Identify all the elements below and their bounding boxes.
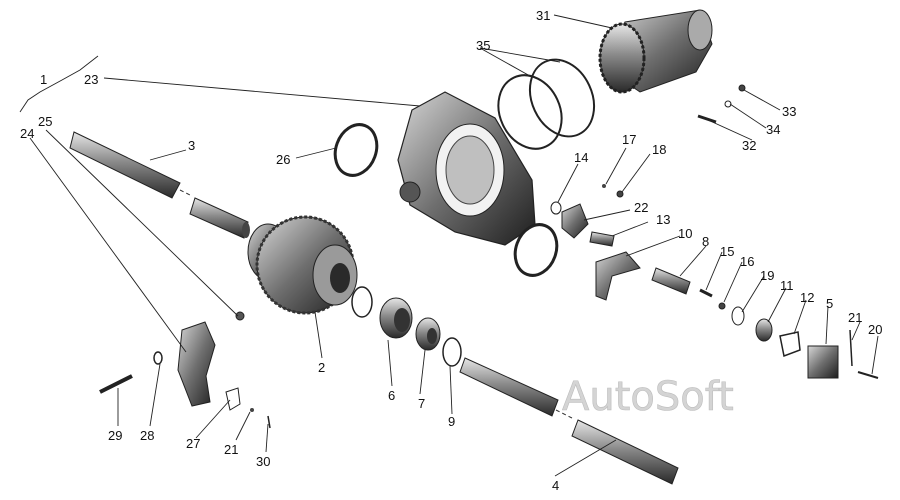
part-5-cover	[807, 345, 839, 379]
part-19-ring	[731, 306, 745, 326]
label-22: 22	[634, 200, 648, 215]
part-24-bearing-cap	[177, 321, 216, 407]
label-31: 31	[536, 8, 550, 23]
part-30-pin	[267, 415, 271, 429]
part-10-fork	[595, 251, 641, 301]
part-snap-ring	[351, 286, 373, 318]
part-34-washer	[724, 100, 732, 108]
part-16-ball	[718, 302, 726, 310]
part-12-gasket	[779, 331, 801, 358]
label-19: 19	[760, 268, 774, 283]
part-26-ring	[333, 123, 379, 177]
part-14-washer	[550, 201, 562, 215]
part-31-bevel-gear	[598, 9, 713, 94]
label-20: 20	[868, 322, 882, 337]
part-4-axle-shaft	[459, 357, 679, 485]
label-30: 30	[256, 454, 270, 469]
label-35: 35	[476, 38, 490, 53]
part-11-seal	[755, 318, 773, 342]
label-34: 34	[766, 122, 780, 137]
part-33-nut	[738, 84, 746, 92]
label-27: 27	[186, 436, 200, 451]
part-6-bearing	[379, 297, 413, 339]
label-14: 14	[574, 150, 588, 165]
label-12: 12	[800, 290, 814, 305]
part-15-spring	[699, 288, 713, 298]
part-8-rod	[651, 267, 691, 295]
part-21-pin-right	[849, 329, 853, 367]
part-ring-lower	[513, 223, 559, 277]
label-7: 7	[418, 396, 425, 411]
label-17: 17	[622, 132, 636, 147]
label-2: 2	[318, 360, 325, 375]
label-10: 10	[678, 226, 692, 241]
part-28-washer	[153, 351, 163, 365]
part-7-bearing	[415, 317, 441, 351]
part-22-bracket	[561, 203, 589, 239]
label-16: 16	[740, 254, 754, 269]
part-35-gaskets	[497, 58, 596, 150]
label-15: 15	[720, 244, 734, 259]
label-21-left: 21	[224, 442, 238, 457]
label-9: 9	[448, 414, 455, 429]
label-4: 4	[552, 478, 559, 493]
part-13-pin	[589, 231, 615, 247]
part-25-nut	[235, 311, 245, 321]
label-26: 26	[276, 152, 290, 167]
part-18-nut	[616, 190, 624, 198]
label-32: 32	[742, 138, 756, 153]
part-9-ring	[442, 337, 462, 367]
label-23: 23	[84, 72, 98, 87]
label-28: 28	[140, 428, 154, 443]
label-8: 8	[702, 234, 709, 249]
label-21-right: 21	[848, 310, 862, 325]
watermark-text: AutoSoft	[562, 374, 734, 420]
part-2-differential	[247, 215, 358, 315]
label-24: 24	[20, 126, 34, 141]
part-23-housing	[397, 91, 536, 246]
label-18: 18	[652, 142, 666, 157]
callout-labels: 1 23 24 25 3 26 2 6 7 9 4 35 31 33 34 32…	[20, 8, 882, 493]
part-32-bolt	[697, 114, 717, 124]
part-3-axle-shaft	[69, 131, 250, 239]
label-3: 3	[188, 138, 195, 153]
part-17-pin	[602, 184, 606, 188]
part-20-bolt	[857, 371, 879, 379]
label-1: 1	[40, 72, 47, 87]
label-5: 5	[826, 296, 833, 311]
label-11: 11	[780, 278, 794, 293]
label-6: 6	[388, 388, 395, 403]
part-29-bolt	[99, 374, 133, 394]
label-25: 25	[38, 114, 52, 129]
leader-lines	[19, 14, 879, 477]
part-27-lock-plate	[225, 387, 241, 411]
part-21-pin-left	[250, 408, 254, 412]
label-29: 29	[108, 428, 122, 443]
label-13: 13	[656, 212, 670, 227]
label-33: 33	[782, 104, 796, 119]
